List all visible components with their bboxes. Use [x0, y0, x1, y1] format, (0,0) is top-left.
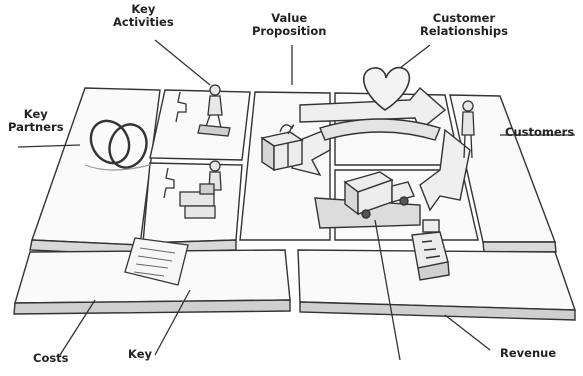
delivery-truck-icon: [343, 171, 415, 219]
value-proposition-label-line2: Proposition: [252, 24, 327, 38]
customer-relationships-label: Customer Relationships: [420, 12, 508, 38]
key-activities-label-line2: Activities: [113, 15, 174, 29]
key-partners-label: Key Partners: [8, 108, 64, 134]
customers-label: Customers: [505, 125, 575, 139]
leader-lines: [17, 39, 575, 361]
gift-box-icon: [260, 124, 304, 172]
key-partners-label-line2: Partners: [8, 120, 64, 134]
key-resources-label: Key: [128, 347, 153, 361]
receipt-icon: [124, 237, 189, 286]
cash-register-icon: [411, 219, 450, 281]
customer-relationships-label-line1: Customer: [432, 11, 496, 25]
worker-icon: [197, 84, 231, 137]
customer-relationships-label-line2: Relationships: [420, 24, 508, 38]
key-activities-label-line1: Key: [131, 2, 156, 16]
key-activities-label: Key Activities: [113, 3, 174, 29]
puzzle-notch: [175, 91, 187, 123]
rings-icon: [84, 119, 151, 171]
value-proposition-label: Value Proposition: [252, 12, 326, 38]
key-partners-label-line1: Key: [23, 107, 48, 121]
boxes-icon: [179, 160, 222, 219]
costs-label: Costs: [33, 351, 69, 365]
revenue-label: Revenue: [500, 346, 557, 360]
value-proposition-label-line1: Value: [271, 11, 308, 25]
heart-icon: [362, 66, 411, 111]
customer-person-icon: [461, 100, 475, 159]
